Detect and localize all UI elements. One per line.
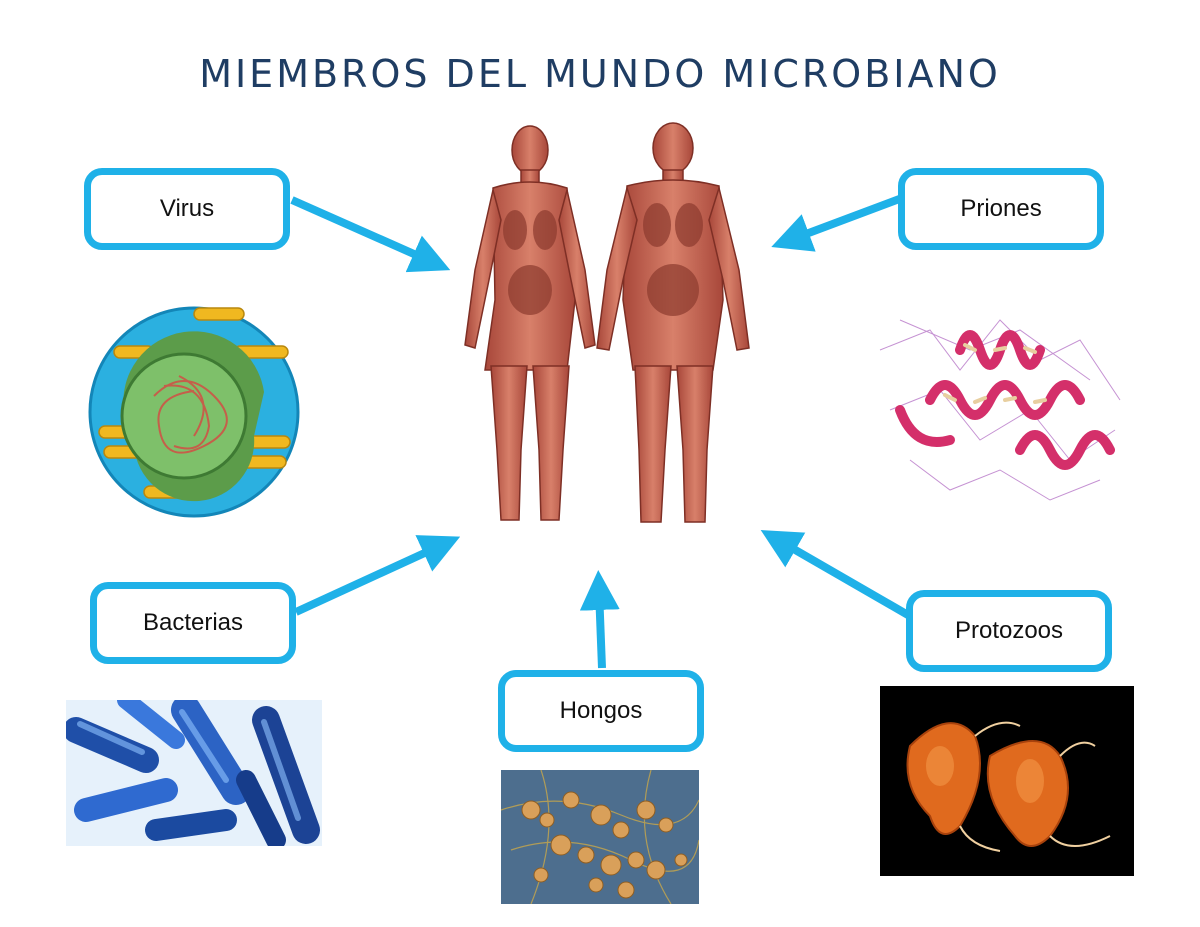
label-box-virus: Virus — [84, 168, 290, 250]
label-box-protozoos: Protozoos — [906, 590, 1112, 672]
rod-bacteria-illustration — [66, 700, 322, 846]
arrow-protozoos — [778, 540, 908, 615]
label-virus: Virus — [160, 195, 214, 223]
label-protozoos: Protozoos — [955, 617, 1063, 645]
arrow-hongos — [599, 590, 602, 668]
arrow-priones — [790, 198, 902, 240]
protozoa-micrograph — [880, 686, 1134, 876]
label-box-hongos: Hongos — [498, 670, 704, 752]
arrow-bacterias — [296, 545, 442, 612]
human-anatomy-figures — [455, 120, 755, 540]
label-priones: Priones — [960, 195, 1041, 223]
arrow-virus — [292, 200, 432, 262]
label-box-priones: Priones — [898, 168, 1104, 250]
label-hongos: Hongos — [560, 697, 643, 725]
label-box-bacterias: Bacterias — [90, 582, 296, 664]
prion-protein-ribbon — [870, 290, 1132, 518]
yeast-fungi-micrograph — [501, 770, 699, 904]
virus-particle-illustration — [84, 296, 304, 528]
label-bacterias: Bacterias — [143, 609, 243, 637]
